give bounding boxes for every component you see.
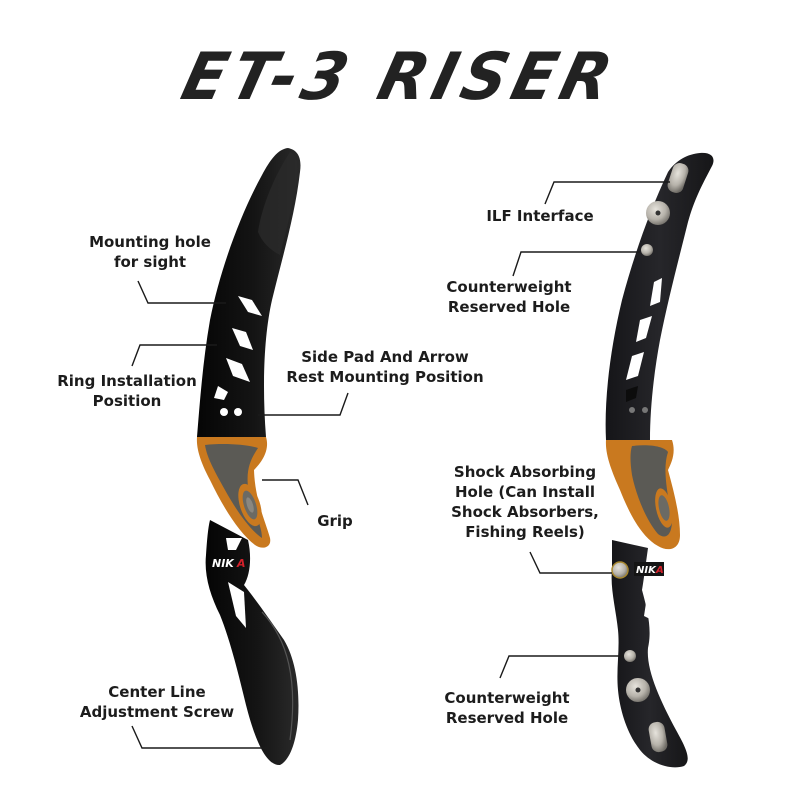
counterweight-hole-top: [641, 244, 653, 256]
svg-text:A: A: [655, 565, 664, 576]
label-line: Mounting hole: [89, 233, 211, 251]
label-line: Position: [92, 392, 162, 410]
label-counterweight-bottom: Counterweight Reserved Hole: [432, 688, 582, 728]
label-center-line-screw: Center Line Adjustment Screw: [72, 682, 242, 722]
leader-grip: [262, 479, 309, 506]
label-line: Fishing Reels): [465, 523, 585, 541]
label-shock-absorbing-hole: Shock Absorbing Hole (Can Install Shock …: [440, 462, 610, 542]
leader-ring-installation: [131, 344, 217, 367]
label-line: Shock Absorbing: [453, 463, 597, 481]
leader-center-line: [131, 725, 270, 749]
label-line: ILF Interface: [486, 207, 594, 225]
label-line: Reserved Hole: [445, 709, 569, 727]
label-line: Side Pad And Arrow: [301, 348, 469, 366]
label-line: for sight: [113, 253, 187, 271]
label-ilf-interface: ILF Interface: [470, 206, 610, 226]
label-counterweight-top: Counterweight Reserved Hole: [434, 277, 584, 317]
ilf-interface-plate: [667, 163, 689, 193]
left-riser: NIK A: [196, 148, 301, 766]
shock-absorbing-hole: [611, 561, 629, 579]
label-line: Adjustment Screw: [79, 703, 235, 721]
label-line: Shock Absorbers,: [451, 503, 599, 521]
label-line: Counterweight: [444, 689, 570, 707]
counterweight-hole-bottom: [624, 650, 636, 662]
leader-shock-absorbing: [529, 551, 612, 574]
brand-logo: NIK: [212, 557, 235, 570]
label-side-pad-arrow-rest: Side Pad And Arrow Rest Mounting Positio…: [280, 347, 490, 387]
label-line: Counterweight: [446, 278, 572, 296]
label-line: Grip: [317, 512, 353, 530]
right-riser: NIK A: [605, 152, 714, 768]
label-ring-installation: Ring Installation Position: [42, 371, 212, 411]
label-line: Rest Mounting Position: [286, 368, 484, 386]
leader-side-pad: [258, 392, 349, 416]
label-line: Center Line: [108, 683, 206, 701]
label-line: Reserved Hole: [447, 298, 571, 316]
label-mounting-hole-sight: Mounting hole for sight: [70, 232, 230, 272]
label-grip: Grip: [305, 511, 365, 531]
leader-mounting-hole: [137, 280, 226, 304]
svg-text:NIK: NIK: [636, 565, 657, 576]
label-line: Ring Installation: [57, 372, 197, 390]
label-line: Hole (Can Install: [454, 483, 596, 501]
leader-counterweight-top: [512, 251, 640, 277]
leader-counterweight-bottom: [499, 655, 624, 679]
leader-ilf: [544, 181, 670, 205]
sight-window-holes: [214, 296, 262, 416]
svg-text:A: A: [236, 557, 246, 570]
leader-lines: [131, 181, 670, 749]
